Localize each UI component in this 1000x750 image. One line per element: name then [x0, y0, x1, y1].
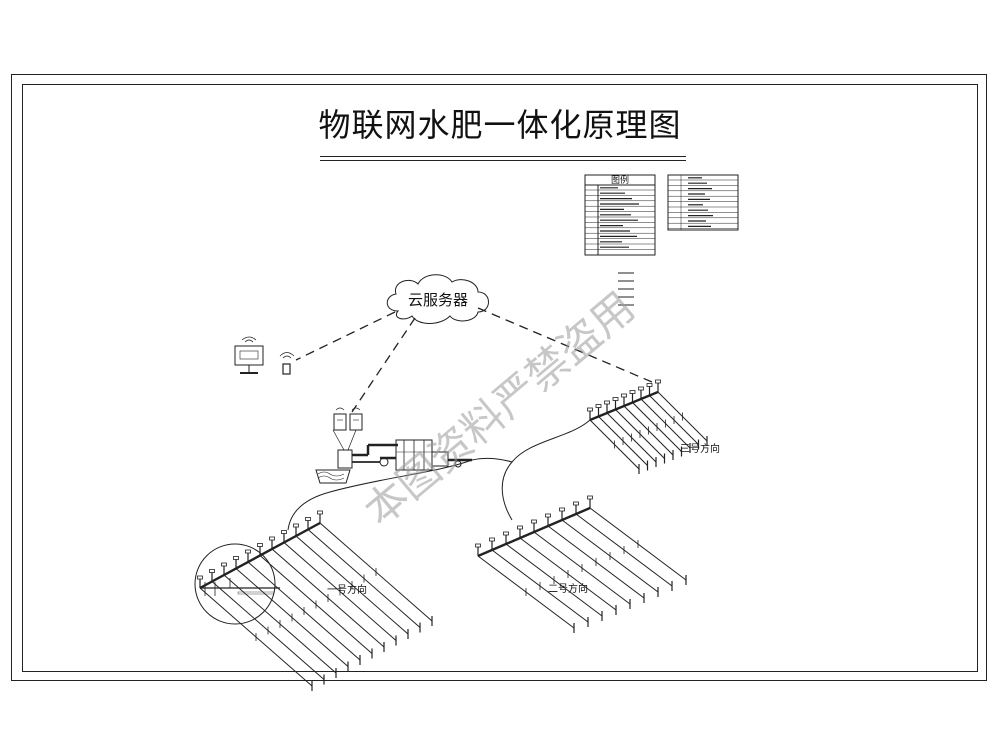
valve — [305, 517, 311, 521]
watermark-text: 本图资料严禁盗用 — [355, 282, 644, 536]
cloud-server-label: 云服务器 — [408, 291, 468, 309]
valve — [197, 575, 203, 580]
direction-two-label: 二号方向 — [548, 582, 588, 595]
valve — [587, 407, 593, 412]
controller-cabinets — [333, 407, 363, 431]
drawing-title: 物联网水肥一体化原理图 — [318, 106, 682, 144]
valve — [245, 549, 251, 554]
valve — [517, 525, 523, 530]
valve — [233, 556, 239, 560]
valve — [221, 562, 227, 567]
valve — [638, 386, 644, 391]
valve — [317, 510, 323, 515]
valve — [595, 404, 602, 408]
detail-callout-circle — [194, 543, 276, 625]
drawing-frame-outer — [11, 74, 987, 681]
legend-title: 图例 — [611, 174, 629, 186]
valve — [612, 397, 619, 401]
wireless-links — [295, 307, 653, 413]
valve — [629, 390, 636, 394]
legend-markers — [618, 272, 634, 306]
direction-three-label: 三号方向 — [680, 442, 720, 455]
irrigation-sector-three — [587, 379, 708, 474]
valve — [545, 513, 551, 518]
irrigation-sector-two — [475, 495, 687, 633]
irrigation-sector-one — [197, 510, 433, 691]
direction-one-label: 一号方向 — [327, 583, 367, 596]
legend-table-left — [584, 174, 656, 256]
valve — [604, 400, 610, 405]
legend-table-right — [667, 174, 739, 231]
mobile-phone-icon — [279, 352, 295, 375]
valve — [559, 507, 565, 512]
valve — [573, 501, 579, 506]
cloud-shape — [386, 274, 489, 324]
valve — [489, 537, 495, 542]
valve — [531, 519, 537, 524]
valve — [257, 543, 263, 547]
title-underline-bottom — [320, 160, 686, 161]
drawing-frame-inner — [22, 84, 978, 672]
valve — [621, 393, 627, 398]
valve — [587, 495, 593, 500]
valve — [209, 569, 215, 573]
valve — [646, 383, 653, 387]
valve — [475, 543, 481, 548]
monitor-terminal-icon — [234, 336, 264, 374]
valve — [293, 523, 299, 528]
valve — [503, 531, 509, 536]
valve — [269, 536, 275, 541]
fertigation-station — [315, 429, 472, 484]
valve — [655, 379, 661, 384]
title-underline-top — [320, 156, 686, 157]
valve — [281, 530, 287, 534]
